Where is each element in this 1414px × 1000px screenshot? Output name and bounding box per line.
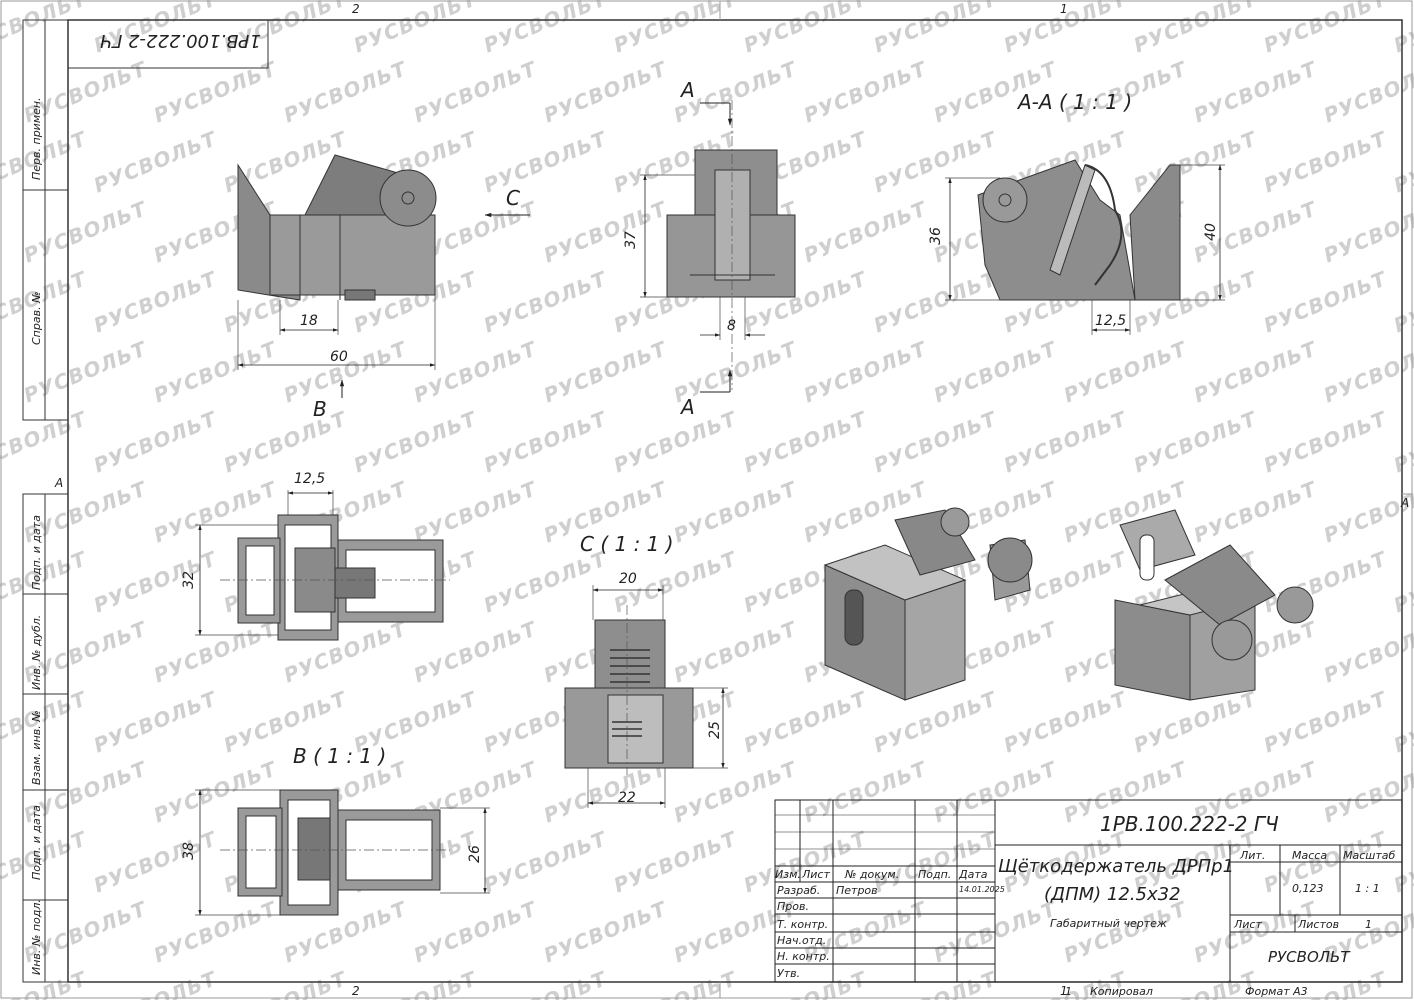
dim-37: 37 <box>622 231 639 249</box>
section-aa-view <box>945 159 1225 335</box>
section-a-top: A <box>681 78 695 102</box>
zone-left-a: A <box>55 476 64 490</box>
dim-22: 22 <box>618 790 636 806</box>
dim-20: 20 <box>619 571 637 587</box>
tb-row-prov: Пров. <box>777 900 809 913</box>
tb-name-line2: (ДПМ) 12.5х32 <box>1044 884 1181 905</box>
footer-sheet-no: 1 <box>1065 985 1072 998</box>
dim-60: 60 <box>330 349 348 365</box>
tb-company: РУСВОЛЬТ <box>1268 948 1350 966</box>
view-b <box>195 789 490 916</box>
tb-sheets-value: 1 <box>1365 918 1372 931</box>
side-view <box>640 100 796 393</box>
tb-razrab-date: 14.01.2025 <box>959 885 1005 894</box>
section-a-bottom: A <box>681 395 695 419</box>
tb-col-izm: Изм. <box>775 868 801 881</box>
title-block-grid <box>774 799 1403 983</box>
view-b-title: B ( 1 : 1 ) <box>293 744 387 768</box>
dim-12-5-aa: 12,5 <box>1095 313 1127 329</box>
dim-36: 36 <box>927 227 944 245</box>
view-c <box>564 585 728 808</box>
tb-sheet-label: Лист <box>1234 918 1262 931</box>
tb-doc-type: Габаритный чертеж <box>1050 917 1167 930</box>
tb-col-list: Лист <box>802 868 830 881</box>
dim-40: 40 <box>1202 223 1219 241</box>
top-view <box>195 490 450 641</box>
tb-razrab-name: Петров <box>836 884 878 897</box>
tb-row-nkontr: Н. контр. <box>777 950 830 963</box>
tb-row-utv: Утв. <box>777 967 801 980</box>
dim-8: 8 <box>727 318 736 334</box>
view-c-title: C ( 1 : 1 ) <box>580 532 674 556</box>
tb-scale-label: Масштаб <box>1343 849 1396 862</box>
tb-row-razrab: Разраб. <box>777 884 821 897</box>
dim-25: 25 <box>706 721 723 739</box>
zone-top-2: 2 <box>352 2 360 16</box>
tb-mass-value: 0,123 <box>1292 882 1324 895</box>
isometric-view-1 <box>823 507 1033 701</box>
dim-18: 18 <box>300 313 318 329</box>
dim-26: 26 <box>466 845 483 863</box>
zone-bottom-2: 2 <box>352 984 360 998</box>
zone-right-a: A <box>1401 496 1410 510</box>
section-aa-title: A-A ( 1 : 1 ) <box>1018 90 1133 114</box>
tb-col-date: Дата <box>959 868 988 881</box>
zone-top-1: 1 <box>1060 2 1068 16</box>
footer-copied: Копировал <box>1090 985 1153 998</box>
tb-scale-value: 1 : 1 <box>1355 882 1380 895</box>
tb-col-podp: Подп. <box>918 868 952 881</box>
dim-12-5-top: 12,5 <box>294 471 326 487</box>
arrow-c-label: C <box>506 186 520 210</box>
isometric-view-2 <box>1114 509 1314 701</box>
arrow-b-label: B <box>313 397 327 421</box>
tb-lit-label: Лит. <box>1240 849 1266 862</box>
dim-32: 32 <box>180 571 197 589</box>
front-view <box>237 154 530 398</box>
tb-row-tkontr: Т. контр. <box>777 918 829 931</box>
footer-format: Формат А3 <box>1245 985 1308 998</box>
tb-sheets-label: Листов <box>1298 918 1340 931</box>
tb-designation: 1РВ.100.222-2 ГЧ <box>1100 812 1279 836</box>
tb-row-nach: Нач.отд. <box>777 934 827 947</box>
tb-mass-label: Масса <box>1292 849 1328 862</box>
zone-bottom-1: 1 <box>1060 984 1068 998</box>
tb-col-doc: № докум. <box>845 868 900 881</box>
tb-name-line1: Щёткодержатель ДРПр1 <box>998 856 1235 877</box>
dim-38: 38 <box>180 842 197 860</box>
